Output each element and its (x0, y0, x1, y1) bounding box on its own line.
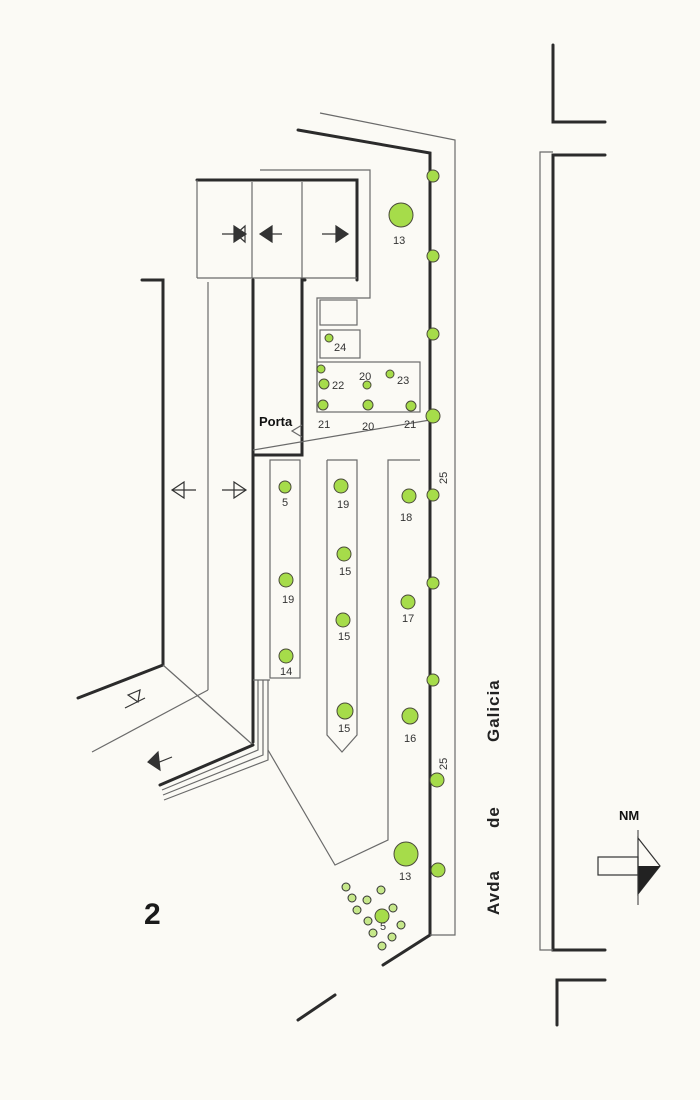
trees (278, 169, 446, 924)
tree-icon (336, 546, 352, 562)
tree-icon (426, 327, 440, 341)
tree-icon (385, 369, 395, 379)
tree-icon (317, 399, 329, 411)
tree-icon (316, 364, 326, 374)
tree-icon (426, 488, 440, 502)
door-marker: Porta (259, 414, 303, 438)
tree-label: 20 (362, 421, 374, 433)
tree-icon (401, 488, 417, 504)
tree-label: 18 (400, 512, 412, 524)
tree-label: 21 (404, 419, 416, 431)
planting-strips (269, 299, 421, 753)
tree-icon (401, 707, 419, 725)
tree-icon (429, 772, 445, 788)
shrub-icon (362, 895, 372, 905)
arrow-icon (222, 480, 248, 500)
tree-icon (374, 908, 390, 924)
tree-icon (362, 399, 374, 411)
tree-icon (388, 202, 414, 228)
shrub-icon (388, 903, 398, 913)
parking-lanes (76, 278, 431, 866)
tree-icon (405, 400, 417, 412)
shrub-icon (363, 916, 373, 926)
shrub-icon (387, 932, 397, 942)
tree-label: 24 (334, 342, 346, 354)
tree-icon (426, 673, 440, 687)
tree-label: 20 (359, 371, 371, 383)
arrow-icon (124, 689, 146, 709)
tree-icon (324, 333, 334, 343)
tree-icon (393, 841, 419, 867)
tree-icon (426, 169, 440, 183)
door-label: Porta (259, 414, 293, 429)
tree-label: 19 (282, 594, 294, 606)
north-arrow-icon: NM (597, 808, 661, 905)
tree-icon (425, 408, 441, 424)
street-name-part1: Avda (484, 870, 503, 915)
dimension-label: 25 (438, 472, 450, 484)
shrub-icon (352, 905, 362, 915)
tree-label: 23 (397, 375, 409, 387)
tree-label: 17 (402, 613, 414, 625)
tree-label: 15 (339, 566, 351, 578)
tree-labels: 13 24 20 23 22 21 20 21 5 19 14 19 15 15… (280, 235, 416, 933)
street-name-part3: Galicia (484, 679, 503, 742)
north-label: NM (619, 808, 639, 823)
tree-icon (278, 480, 292, 494)
shrub-icon (396, 920, 406, 930)
dimension-label: 25 (438, 758, 450, 770)
shrub-icon (376, 885, 386, 895)
tree-label: 15 (338, 631, 350, 643)
tree-icon (318, 378, 330, 390)
tree-icon (362, 380, 372, 390)
tree-icon (426, 249, 440, 263)
arrow-icon (322, 224, 350, 244)
tree-icon (335, 612, 351, 628)
tree-label: 13 (393, 235, 405, 247)
arrow-icon (170, 480, 196, 500)
arrow-icon (147, 750, 173, 772)
tree-label: 19 (337, 499, 349, 511)
site-boundary (296, 112, 456, 1022)
arrow-icon (222, 224, 248, 244)
tree-label: 22 (332, 380, 344, 392)
direction-arrows (124, 224, 350, 772)
tree-icon (333, 478, 349, 494)
tree-label: 5 (282, 497, 288, 509)
tree-label: 21 (318, 419, 330, 431)
street-name-part2: de (484, 806, 503, 828)
tree-label: 5 (380, 921, 386, 933)
tree-label: 14 (280, 666, 292, 678)
tree-icon (336, 702, 354, 720)
tree-icon (430, 862, 446, 878)
tree-icon (400, 594, 416, 610)
tree-icon (278, 572, 294, 588)
shrub-icon (347, 893, 357, 903)
parking-top (195, 169, 371, 412)
tree-icon (426, 576, 440, 590)
shrub-icon (377, 941, 387, 951)
avenue (539, 43, 607, 1027)
tree-icon (278, 648, 294, 664)
tree-label: 16 (404, 733, 416, 745)
shrub-icon (341, 882, 351, 892)
arrow-icon (258, 224, 282, 244)
shrub-icon (368, 928, 378, 938)
figure-number: 2 (144, 898, 161, 931)
shrubs (341, 882, 406, 951)
tree-label: 15 (338, 723, 350, 735)
tree-label: 13 (399, 871, 411, 883)
